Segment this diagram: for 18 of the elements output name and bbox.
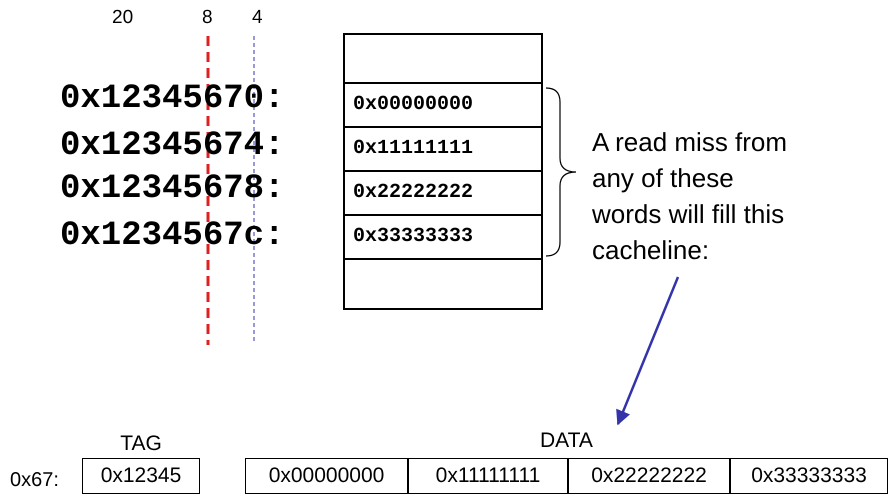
set-index-label: 0x67: <box>10 470 59 490</box>
address-label: 0x12345670: <box>60 82 284 116</box>
arrow <box>616 276 680 426</box>
data-cell: 0x33333333 <box>730 458 888 494</box>
address-label: 0x12345674: <box>60 129 284 163</box>
address-label: 0x1234567c: <box>60 219 284 253</box>
annotation-text: A read miss from any of these words will fill this cacheline: <box>592 124 806 269</box>
bit-count: 8 <box>202 8 213 27</box>
bit-count: 20 <box>112 8 134 27</box>
column-heading: TAG <box>119 431 163 457</box>
column-heading: DATA <box>540 430 593 451</box>
data-cell: 0x00000000 <box>245 458 408 494</box>
address-label: 0x12345678: <box>60 172 284 206</box>
tag-cell: 0x12345 <box>82 458 200 494</box>
data-cell: 0x22222222 <box>568 458 730 494</box>
memory-block <box>343 33 543 310</box>
data-cell: 0x11111111 <box>408 458 568 494</box>
bit-count: 4 <box>252 8 263 27</box>
